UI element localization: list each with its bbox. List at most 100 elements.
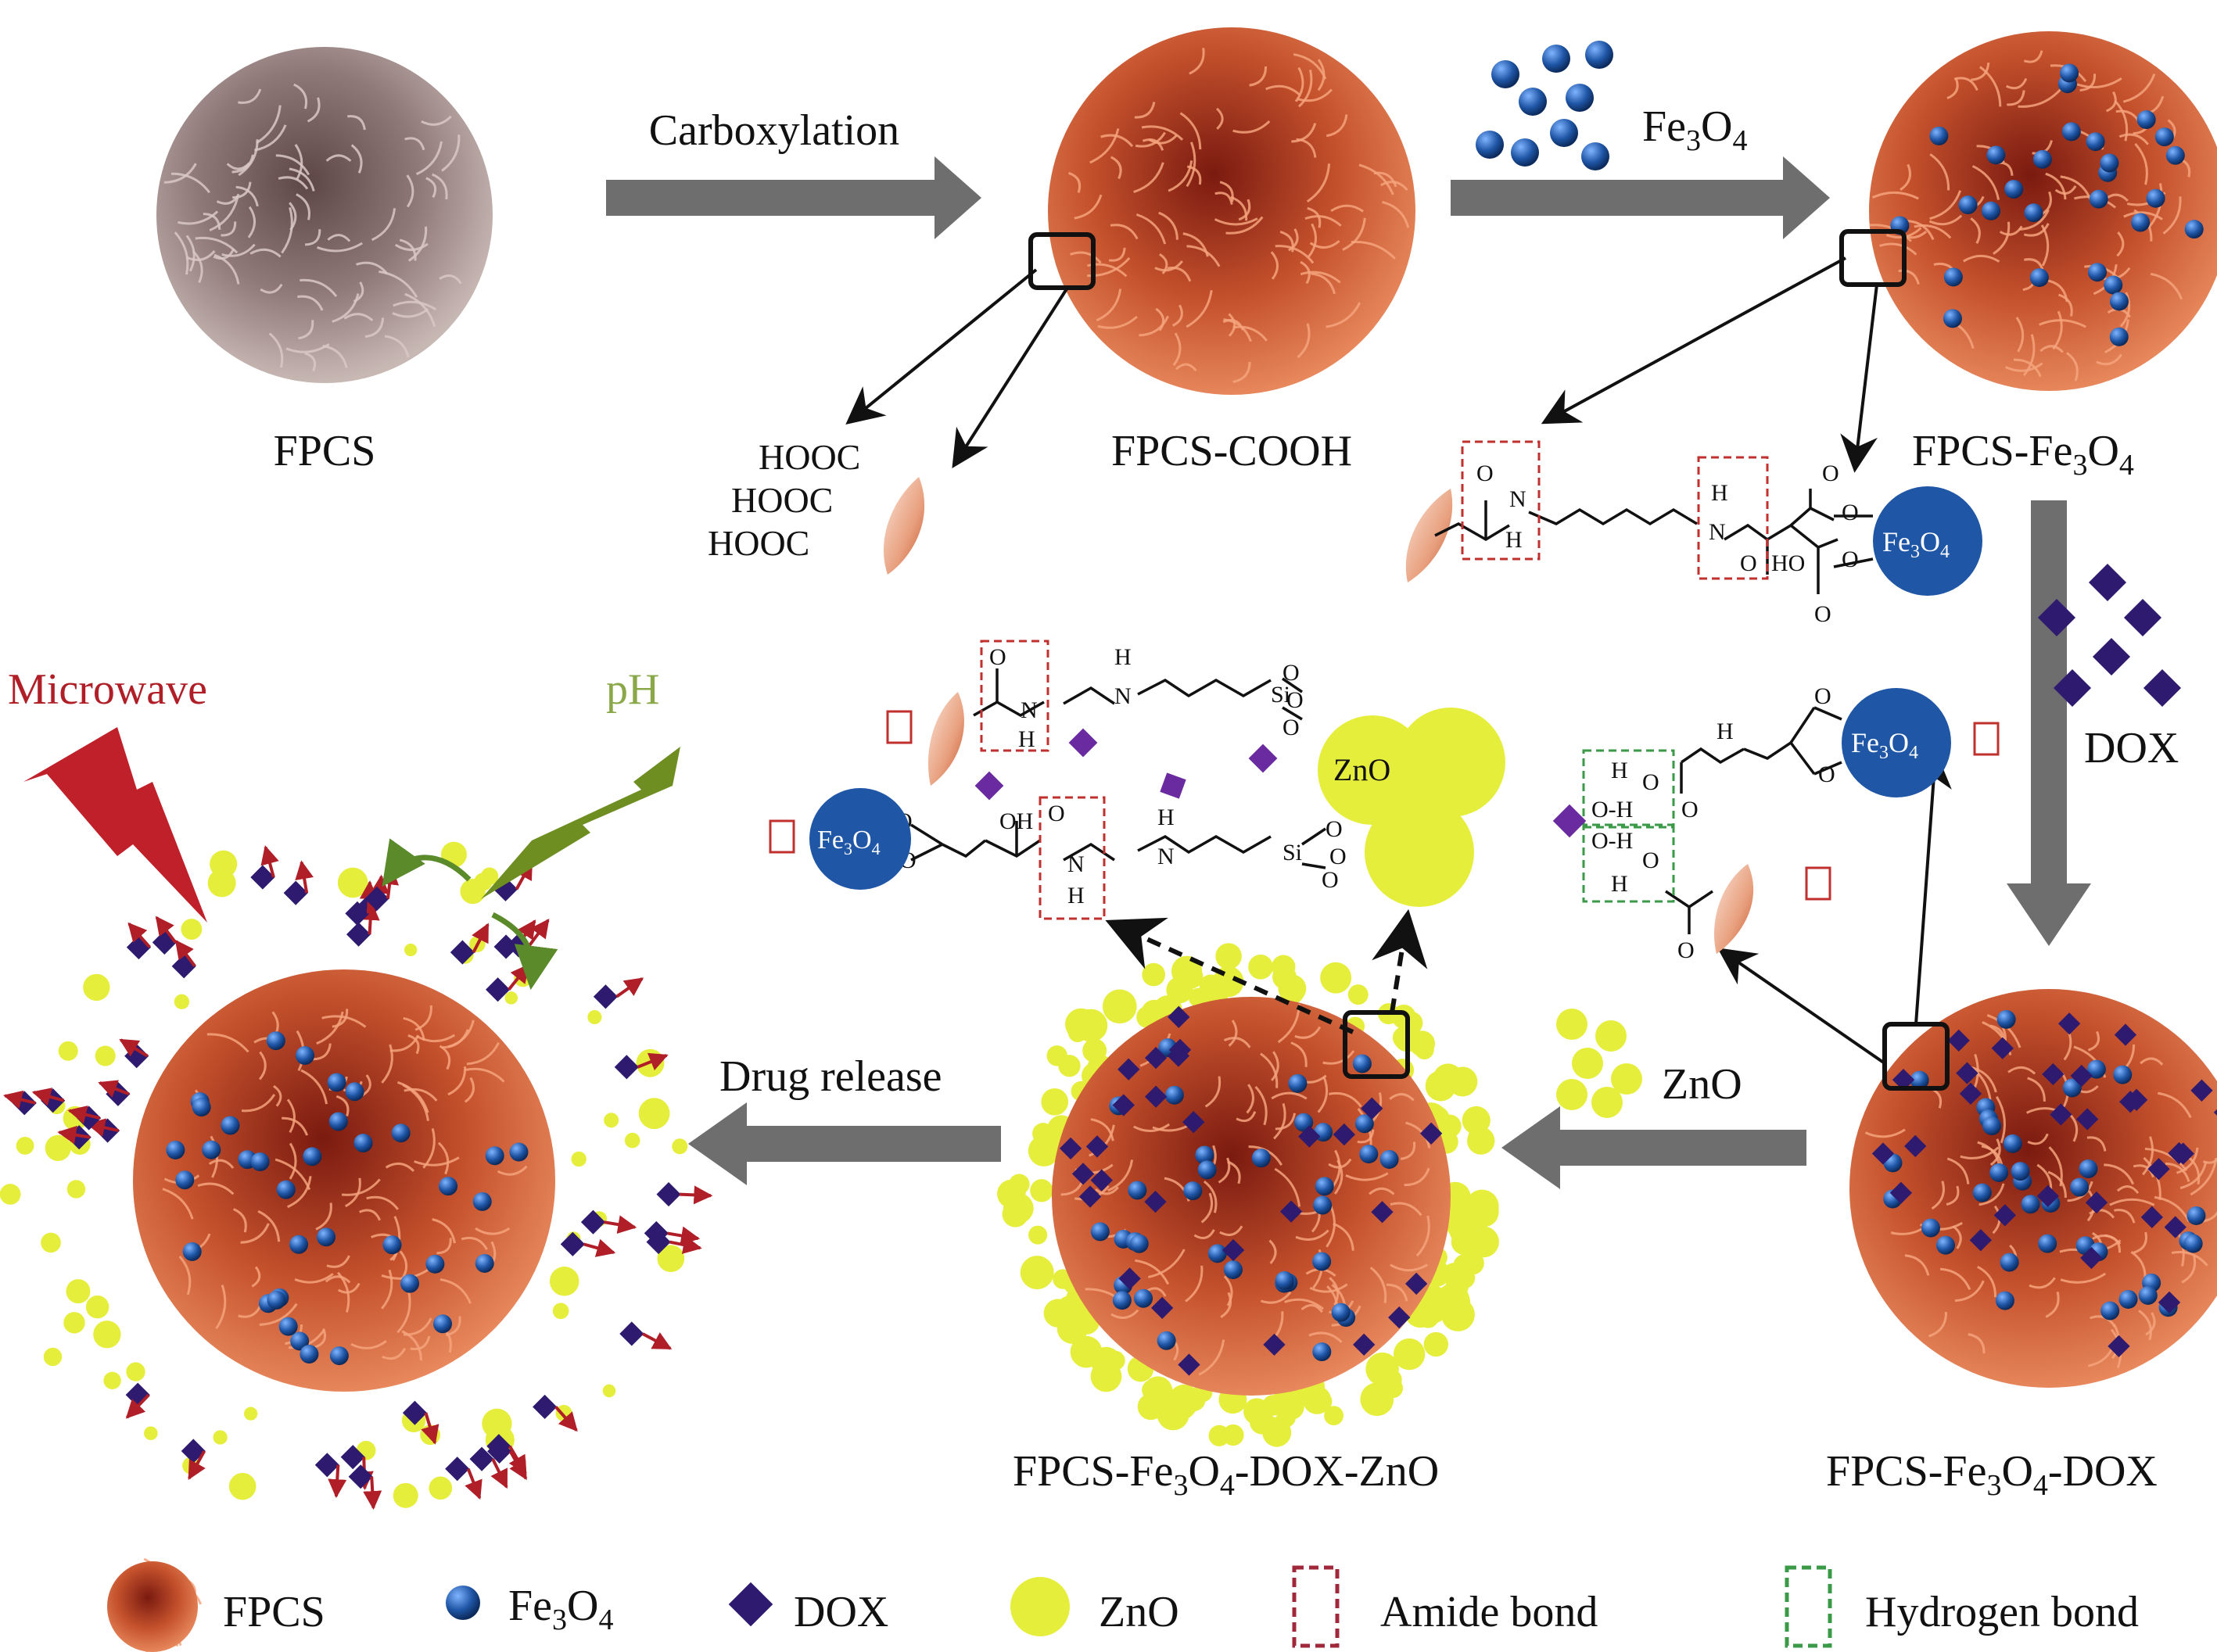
- dox-molecule: [1420, 1122, 1443, 1145]
- dox-molecule: [1405, 1272, 1428, 1295]
- fe3o4-nanoparticle: [1164, 1085, 1184, 1105]
- petal-texture: [1946, 1157, 1970, 1184]
- release-arrow: [472, 923, 490, 954]
- petal-texture: [174, 231, 189, 275]
- fe3o4-nanoparticle: [2183, 1234, 2203, 1253]
- petal-texture: [1227, 1160, 1241, 1184]
- petal-texture: [396, 1080, 429, 1113]
- zno-released: [480, 867, 499, 886]
- zno-nanoparticle: [1392, 1027, 1415, 1049]
- dox-molecule: [1388, 1306, 1411, 1329]
- zno-reagent-icon: [1556, 1009, 1642, 1118]
- dox-molecule: [2123, 598, 2162, 637]
- svg-text:O: O: [1642, 769, 1659, 795]
- petal-texture: [414, 1156, 460, 1166]
- dox-molecule: [1112, 1094, 1135, 1116]
- zno-nanoparticle: [1136, 1005, 1159, 1028]
- petal-texture: [278, 176, 309, 190]
- petal-texture: [1097, 315, 1138, 329]
- hbond-atoms: H O O-H O-H O H H O O O O: [1591, 683, 1835, 963]
- petal-texture: [1960, 1146, 2000, 1159]
- dox-molecule: [2164, 1216, 2187, 1238]
- zno-released: [228, 1472, 256, 1500]
- fe3o4-nanoparticle: [1157, 1331, 1176, 1350]
- fe3o4-nanoparticle: [2087, 263, 2107, 282]
- svg-text:O-H: O-H: [1591, 828, 1633, 854]
- petal-texture: [1268, 1239, 1277, 1264]
- petal-texture: [2096, 353, 2122, 366]
- petal-texture: [1294, 1026, 1322, 1039]
- petal-texture: [2122, 73, 2156, 103]
- legend-zno-icon: [1010, 1577, 1070, 1636]
- zno-nanoparticle: [1028, 1225, 1048, 1245]
- petal-texture: [2060, 175, 2092, 200]
- dox-released: [533, 1394, 558, 1419]
- release-arrow: [508, 1445, 527, 1475]
- svg-text:H: H: [1711, 480, 1728, 506]
- petal-texture: [213, 253, 240, 285]
- zno-nanoparticle: [1208, 1424, 1230, 1446]
- release-arrow: [490, 1458, 508, 1489]
- petal-texture: [1273, 1103, 1286, 1140]
- release-arrow: [174, 939, 196, 968]
- petal-texture: [2133, 1164, 2154, 1178]
- dox-molecule: [1353, 1333, 1376, 1356]
- fe3o4-nanoparticle: [1982, 1116, 2002, 1135]
- dox-molecule: [2037, 598, 2076, 637]
- petal-texture: [268, 332, 284, 368]
- petal-texture: [1108, 247, 1126, 262]
- dox-molecule: [1117, 1058, 1140, 1080]
- petal-texture: [1154, 260, 1183, 272]
- release-arrow: [125, 1393, 150, 1419]
- release-arrow: [57, 1125, 91, 1145]
- petal-texture: [1110, 1309, 1139, 1319]
- dox-molecules-middle: [974, 728, 1278, 801]
- petal-texture: [296, 193, 310, 220]
- dox-molecule: [1167, 1045, 1190, 1067]
- dox-released: [314, 1453, 339, 1478]
- fe3o4-linker-structure: [1405, 489, 1874, 594]
- petal-texture: [206, 1033, 249, 1053]
- fe3o4-nanoparticle: [328, 1112, 348, 1131]
- release-arrow: [3, 1090, 36, 1109]
- petal-texture: [389, 1034, 420, 1052]
- dox-molecule: [1151, 1296, 1174, 1319]
- fe3o4-nanoparticle: [289, 1235, 309, 1254]
- zno-released: [504, 991, 518, 1005]
- fe3o4-nanoparticle: [1312, 1342, 1332, 1362]
- fe3o4-nanoparticle: [2100, 1301, 2120, 1321]
- zno-released: [429, 1476, 453, 1500]
- svg-text:O: O: [1822, 460, 1839, 486]
- label-ph: pH: [606, 665, 659, 714]
- petal-texture: [1246, 1084, 1254, 1114]
- petal-texture: [185, 249, 216, 261]
- particle-fpcs-cooh: [1048, 27, 1415, 395]
- petal-texture: [1969, 1066, 1997, 1093]
- petal-texture: [1228, 313, 1236, 337]
- petal-texture: [393, 300, 437, 311]
- petal-texture: [1879, 242, 1917, 256]
- zno-nanoparticle: [1324, 1406, 1344, 1426]
- dox-molecule: [2190, 1079, 2213, 1102]
- dox-released: [445, 1457, 470, 1482]
- petal-texture: [1254, 1085, 1268, 1126]
- petal-texture: [1133, 1123, 1171, 1132]
- petal-texture: [307, 97, 321, 123]
- label-microwave: Microwave: [8, 665, 207, 714]
- petal-texture: [1300, 271, 1341, 284]
- dox-molecule: [2143, 668, 2182, 708]
- svg-text:O: O: [1286, 687, 1304, 713]
- fe3o4-nanoparticle: [2165, 145, 2185, 165]
- zno-nanoparticle: [1468, 1126, 1490, 1147]
- petal-texture: [316, 1011, 344, 1045]
- zno-released: [0, 1184, 21, 1205]
- petal-texture: [1946, 1185, 1960, 1206]
- petal-texture: [1342, 217, 1366, 251]
- fe3o4-nanoparticle: [1312, 1252, 1332, 1271]
- svg-text:H: H: [1717, 718, 1734, 744]
- petal-texture: [1203, 1180, 1218, 1213]
- petal-texture: [1279, 231, 1294, 253]
- petal-texture: [439, 1278, 472, 1304]
- zno-released: [638, 1098, 670, 1130]
